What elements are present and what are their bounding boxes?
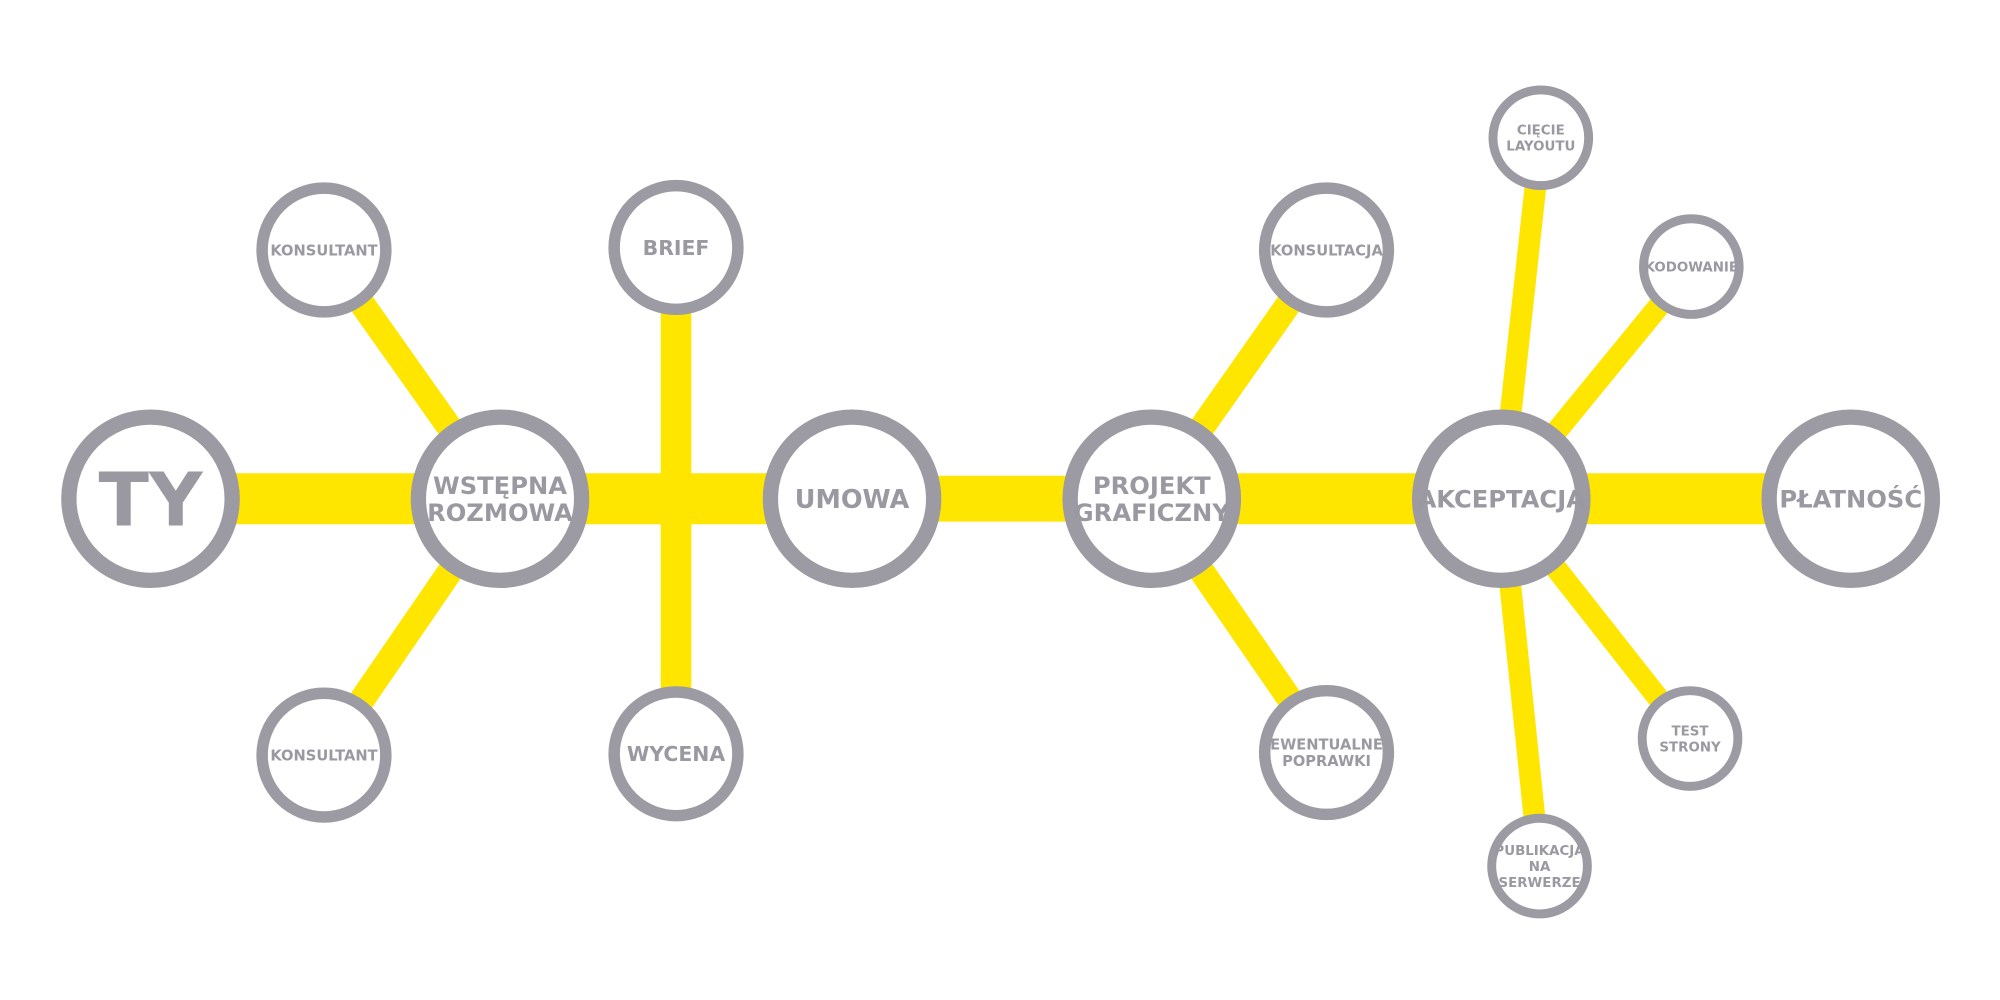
node-kodowanie: KODOWANIE — [1639, 214, 1744, 319]
node-ty-label-line: TY — [98, 457, 203, 543]
node-konsultant-bottom-circle — [256, 687, 392, 823]
node-projekt-graficzny-circle — [1062, 409, 1242, 589]
node-ty-label: TY — [98, 457, 203, 543]
node-akceptacja-circle — [1411, 409, 1591, 589]
node-wstepna-rozmowa-circle — [410, 409, 590, 589]
node-akceptacja-label: AKCEPTACJA — [1418, 485, 1586, 513]
node-ty: TY — [61, 409, 240, 589]
node-publikacja-na-serwerze-circle — [1487, 813, 1592, 919]
node-brief-label-line: BRIEF — [643, 236, 710, 260]
connectors — [150, 136, 1851, 868]
node-wycena-label-line: WYCENA — [627, 742, 725, 766]
node-brief: BRIEF — [608, 179, 744, 316]
node-ciecie-layoutu-label-line: LAYOUTU — [1506, 140, 1575, 155]
node-test-strony-label-line: TEST — [1672, 724, 1710, 739]
node-projekt-graficzny-label-line: GRAFICZNY — [1074, 499, 1230, 527]
node-konsultacja-label-line: KONSULTACJA — [1270, 242, 1383, 259]
node-wstepna-rozmowa-label-line: ROZMOWA — [427, 499, 573, 527]
node-konsultant-bottom-label: KONSULTANT — [270, 747, 377, 764]
node-wycena-circle — [608, 686, 744, 822]
node-konsultant-top-circle — [256, 182, 392, 318]
node-platnosc: PŁATNOŚĆ — [1761, 409, 1941, 589]
node-akceptacja: AKCEPTACJA — [1411, 409, 1591, 589]
node-platnosc-label-line: PŁATNOŚĆ — [1779, 483, 1922, 513]
node-platnosc-circle — [1761, 409, 1941, 589]
node-publikacja-na-serwerze-label-line: SERWERZE — [1498, 876, 1580, 891]
node-wstepna-rozmowa-label-line: WSTĘPNA — [433, 472, 567, 500]
node-konsultant-bottom: KONSULTANT — [256, 687, 392, 823]
node-test-strony-circle — [1637, 686, 1743, 791]
node-publikacja-na-serwerze-label-line: NA — [1529, 860, 1551, 875]
node-konsultacja-circle — [1258, 182, 1395, 318]
node-brief-label: BRIEF — [643, 236, 710, 260]
node-wycena-label: WYCENA — [627, 742, 725, 766]
node-umowa-label: UMOWA — [795, 485, 910, 515]
node-ewentualne-poprawki-label-line: EWENTUALNE — [1270, 737, 1383, 754]
node-konsultacja: KONSULTACJA — [1258, 182, 1395, 318]
node-konsultant-top-label-line: KONSULTANT — [270, 242, 377, 259]
node-konsultant-top-label: KONSULTANT — [270, 242, 377, 259]
node-ciecie-layoutu-circle — [1488, 85, 1594, 191]
node-ty-circle — [61, 409, 240, 589]
node-konsultant-bottom-label-line: KONSULTANT — [270, 747, 377, 764]
node-platnosc-label: PŁATNOŚĆ — [1779, 483, 1922, 513]
node-akceptacja-label-line: AKCEPTACJA — [1418, 485, 1586, 513]
node-brief-circle — [608, 179, 744, 316]
node-ewentualne-poprawki-label-line: POPRAWKI — [1282, 753, 1371, 770]
node-umowa-circle — [762, 409, 942, 589]
node-test-strony-label-line: STRONY — [1659, 740, 1721, 755]
node-publikacja-na-serwerze-label-line: PUBLIKACJA — [1494, 844, 1585, 859]
node-ciecie-layoutu-label-line: CIĘCIE — [1517, 124, 1565, 139]
node-kodowanie-label-line: KODOWANIE — [1645, 260, 1738, 275]
node-wycena: WYCENA — [608, 686, 744, 822]
node-kodowanie-label: KODOWANIE — [1645, 260, 1738, 275]
node-konsultacja-label: KONSULTACJA — [1270, 242, 1383, 259]
node-umowa: UMOWA — [762, 409, 942, 589]
node-kodowanie-circle — [1639, 214, 1744, 319]
node-projekt-graficzny-label-line: PROJEKT — [1093, 472, 1211, 500]
node-ewentualne-poprawki-circle — [1258, 684, 1395, 821]
node-umowa-label-line: UMOWA — [795, 485, 910, 515]
node-konsultant-top: KONSULTANT — [256, 182, 392, 318]
